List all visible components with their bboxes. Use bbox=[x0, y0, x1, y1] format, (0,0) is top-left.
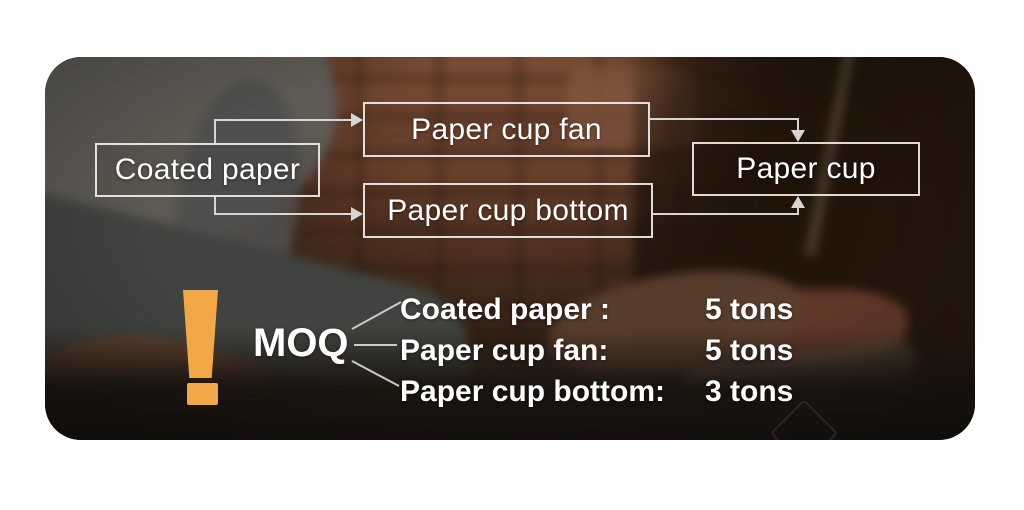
node-paper-cup: Paper cup bbox=[692, 142, 920, 196]
moq-row-paper-cup-fan: Paper cup fan: 5 tons bbox=[400, 330, 850, 371]
node-paper-cup-fan-label: Paper cup fan bbox=[411, 112, 602, 146]
node-coated-paper-label: Coated paper bbox=[114, 153, 301, 186]
moq-item-value: 5 tons bbox=[705, 293, 794, 326]
moq-item-label: Paper cup fan: bbox=[400, 334, 609, 367]
exclamation-icon-dot bbox=[187, 383, 218, 405]
node-paper-cup-fan: Paper cup fan bbox=[363, 102, 650, 157]
moq-title: MOQ bbox=[253, 321, 349, 365]
moq-item-value: 5 tons bbox=[705, 334, 794, 367]
exclamation-icon bbox=[183, 290, 218, 378]
node-coated-paper: Coated paper bbox=[95, 143, 320, 197]
photo-slide-card: Coated paper Paper cup fan Paper cup bot… bbox=[45, 57, 975, 440]
moq-item-label: Paper cup bottom: bbox=[400, 375, 666, 408]
node-paper-cup-label: Paper cup bbox=[736, 152, 876, 185]
node-paper-cup-bottom-label: Paper cup bottom bbox=[387, 193, 629, 227]
moq-row-paper-cup-bottom: Paper cup bottom: 3 tons bbox=[400, 371, 850, 412]
moq-row-coated-paper: Coated paper : 5 tons bbox=[400, 289, 850, 330]
moq-list: Coated paper : 5 tons Paper cup fan: 5 t… bbox=[400, 289, 850, 412]
moq-item-value: 3 tons bbox=[705, 375, 794, 408]
node-paper-cup-bottom: Paper cup bottom bbox=[363, 183, 653, 238]
moq-item-label: Coated paper : bbox=[400, 293, 611, 326]
